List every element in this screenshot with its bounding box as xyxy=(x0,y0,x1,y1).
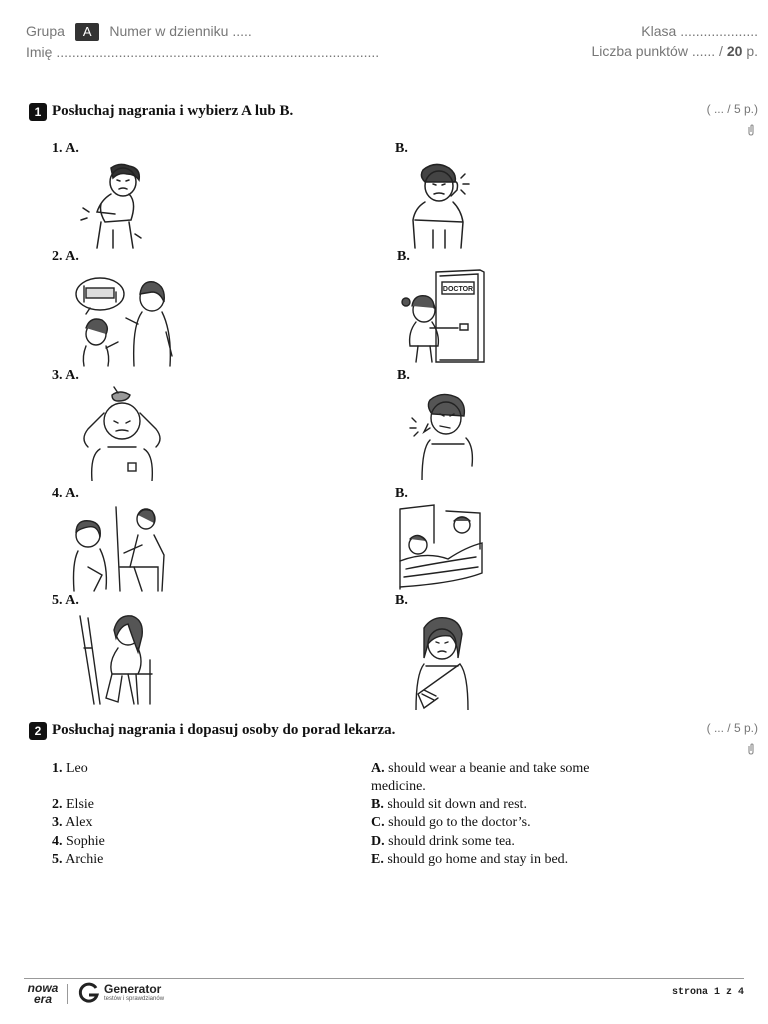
picture-3a-headache[interactable] xyxy=(72,385,172,481)
punkty-unit: p. xyxy=(746,43,758,59)
task1-row3-a-label: 3. A. xyxy=(52,368,79,383)
punkty-label: Liczba punktów ...... / xyxy=(591,43,723,59)
task1-row1-a-label: 1. A. xyxy=(52,141,79,156)
task2-number-badge: 2 xyxy=(29,722,47,740)
picture-3b-sneezing[interactable] xyxy=(408,388,478,480)
task2-person-3: 3. Alex xyxy=(52,815,93,830)
punkty-line: Liczba punktów ...... / 20 p. xyxy=(591,43,758,59)
door-sign-text: DOCTOR xyxy=(443,286,473,293)
page-number: strona 1 z 4 xyxy=(671,987,744,998)
footer-divider xyxy=(24,978,744,979)
task1-row3-b-label: B. xyxy=(397,368,410,383)
task2-person-1: 1. Leo xyxy=(52,761,88,776)
imie-label: Imię ...................................… xyxy=(26,44,380,60)
task2-advice-c: C. should go to the doctor’s. xyxy=(371,815,531,830)
generator-sublabel: testów i sprawdzianów xyxy=(104,996,165,1002)
task2-person-5: 5. Archie xyxy=(52,852,104,867)
picture-1b-earache[interactable] xyxy=(405,160,475,250)
picture-5b-arm-cast[interactable] xyxy=(410,614,474,710)
task1-number-badge: 1 xyxy=(29,103,47,121)
task2-advice-a: A. should wear a beanie and take some xyxy=(371,761,590,776)
task2-person-2: 2. Elsie xyxy=(52,797,94,812)
picture-2b-doctor-door[interactable]: DOCTOR xyxy=(398,268,488,364)
task1-row5-b-label: B. xyxy=(395,593,408,608)
paperclip-icon[interactable] xyxy=(746,124,756,136)
klasa-label: Klasa .................... xyxy=(641,23,758,39)
task1-title: Posłuchaj nagrania i wybierz A lub B. xyxy=(52,103,294,119)
generator-logo-icon xyxy=(78,982,100,1003)
paperclip-icon[interactable] xyxy=(746,743,756,755)
task1-points: ( ... / 5 p.) xyxy=(706,102,758,116)
task2-person-4: 4. Sophie xyxy=(52,834,105,849)
task2-advice-d: D. should drink some tea. xyxy=(371,834,515,849)
task2-advice-a-cont: medicine. xyxy=(371,779,426,794)
picture-1a-stomachache[interactable] xyxy=(75,160,155,250)
task2-points: ( ... / 5 p.) xyxy=(706,721,758,735)
task2-advice-e: E. should go home and stay in bed. xyxy=(371,852,569,867)
picture-4a-injured-kids[interactable] xyxy=(68,505,168,595)
picture-2a-mother-daughter-bed[interactable] xyxy=(72,272,174,368)
task1-row5-a-label: 5. A. xyxy=(52,593,79,608)
task1-row2-b-label: B. xyxy=(397,249,410,264)
header-group-line: Grupa A Numer w dzienniku ..... xyxy=(26,23,252,41)
numer-label: Numer w dzienniku ..... xyxy=(109,23,252,39)
task2-advice-b: B. should sit down and rest. xyxy=(371,797,527,812)
task1-row2-a-label: 2. A. xyxy=(52,249,79,264)
task1-row1-b-label: B. xyxy=(395,141,408,156)
picture-5a-girl-crutches[interactable] xyxy=(78,612,160,708)
punkty-total: 20 xyxy=(726,43,743,59)
generator-label: Generator xyxy=(104,982,162,996)
task2-title: Posłuchaj nagrania i dopasuj osoby do po… xyxy=(52,722,396,738)
grupa-label: Grupa xyxy=(26,23,65,39)
nowa-era-logo: nowa era xyxy=(27,981,59,1006)
task1-row4-b-label: B. xyxy=(395,486,408,501)
footer-logo-divider xyxy=(67,984,68,1004)
grupa-badge: A xyxy=(74,23,100,41)
task1-row4-a-label: 4. A. xyxy=(52,486,79,501)
picture-4b-kids-in-bed[interactable] xyxy=(396,503,484,593)
